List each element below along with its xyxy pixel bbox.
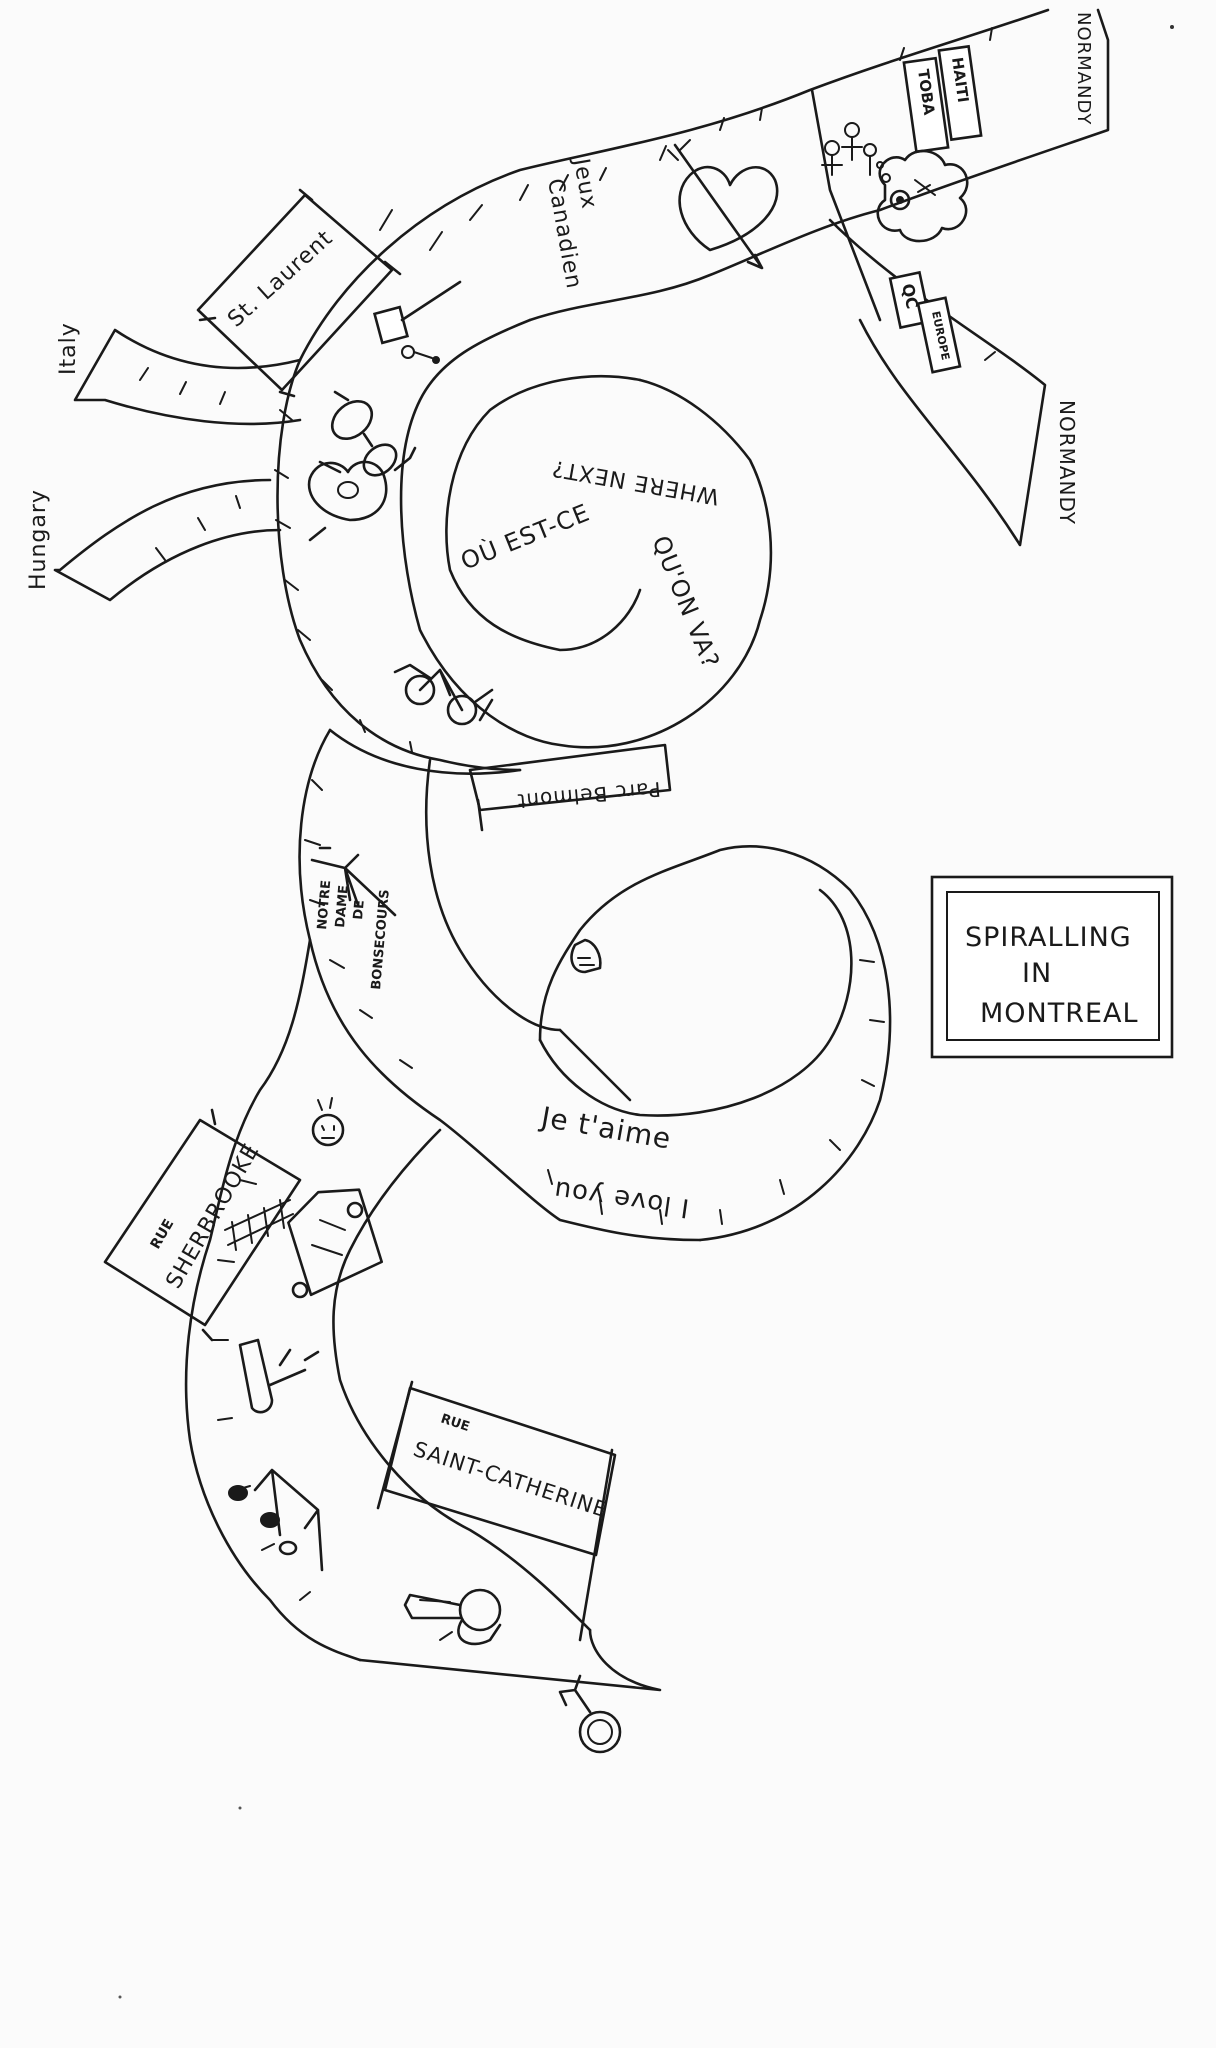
notre-dame-line-2: DAME [333,885,352,929]
parc-belmont-text: Parc Belmont [516,777,662,813]
ou-est-ce-text: OÙ EST-CE [456,497,594,576]
haiti-toba-boxes: HAITI TOBA [902,44,983,154]
italy-label: Italy [56,322,81,375]
je-taime-label: Je t'aime [537,1100,674,1156]
face-icon [311,1097,345,1147]
music-notes-icon [228,1468,324,1572]
paper-speck [1170,25,1174,29]
notre-dame-line-3: DE [351,899,368,920]
bicycle-icon [393,663,494,726]
rue-saint-catherine-sign: RUE SAINT-CATHERINE [376,1380,617,1642]
rue-saint-catherine-text: SAINT-CATHERINE [410,1437,610,1522]
i-love-you-label: I love you [552,1174,691,1223]
jeux-label: Jeux [568,155,602,212]
parc-belmont-sign: Parc Belmont [468,743,672,832]
car-icon [287,1188,384,1299]
rue-sherbrooke-small-text: RUE [148,1217,178,1252]
qc-label: QC [898,282,922,311]
rue-sherbrooke-text: SHERBROOKE [162,1139,265,1293]
inner-spiral-text: WHERE NEXT? OÙ EST-CE QU'ON VA? [456,455,725,673]
small-car-icon [570,938,602,974]
mallet-icon [372,280,462,364]
hungary-label: Hungary [26,489,51,590]
notre-dame-line-4: BONSECOURS [369,889,393,991]
paper-speck [238,1806,242,1810]
spiral-road [53,8,1110,1692]
tree-icon [310,846,397,917]
title-line-3: MONTREAL [980,998,1139,1029]
road-ticks [139,27,996,1601]
normandy-right-label: NORMANDY [1055,400,1079,525]
notre-dame-line-1: NOTRE [315,880,334,931]
heart-arrow-icon [667,139,779,270]
rail-icon [224,1199,294,1251]
glasses-icon [330,390,417,477]
smoking-pipe-icon [238,1338,320,1414]
paper-speck [118,1995,122,1999]
normandy-top-label: NORMANDY [1073,12,1094,125]
title-line-1: SPIRALLING [965,922,1132,953]
sun-face-icon [876,149,969,243]
title-panel: SPIRALLING IN MONTREAL [930,875,1174,1059]
apple-icon [307,460,388,542]
qc-europe-boxes: QC EUROPE [888,270,962,374]
title-line-2: IN [1022,958,1052,989]
balloon-icon [558,1674,622,1754]
trumpet-player-icon [403,1588,502,1646]
quon-va-text: QU'ON VA? [646,532,725,673]
st-laurent-text: St. Laurent [223,226,338,333]
rue-saint-catherine-small-text: RUE [439,1412,472,1435]
